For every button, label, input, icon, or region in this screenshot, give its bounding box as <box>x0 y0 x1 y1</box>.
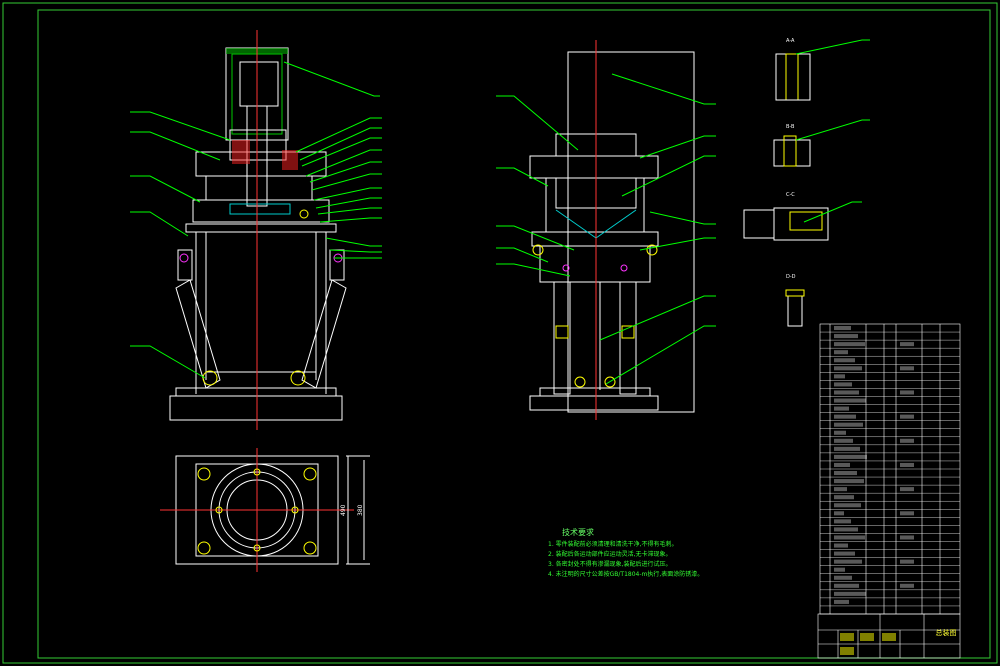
plan-view <box>160 448 370 572</box>
svg-text:D-D: D-D <box>786 274 796 280</box>
detail-views <box>743 53 829 327</box>
bom-cell-mark <box>900 342 914 347</box>
bom-cell-mark <box>900 583 914 588</box>
dim-label-2: 380 <box>357 504 364 516</box>
svg-text:C-C: C-C <box>786 192 795 198</box>
bom-cell-mark <box>834 479 864 484</box>
requirement-item: 1. 零件装配前必须清理和清洗干净,不得有毛刺。 <box>548 541 678 548</box>
bom-cell-mark <box>834 559 862 564</box>
bom-cell-mark <box>834 591 866 596</box>
bom-cell-mark <box>834 342 865 347</box>
bom-cell-mark <box>834 535 865 540</box>
bom-cell-mark <box>834 406 849 411</box>
front-section-view <box>169 47 347 421</box>
bom-cell-mark <box>900 487 914 492</box>
technical-requirements: 技术要求 1. 零件装配前必须清理和清洗干净,不得有毛刺。 2. 装配后各运动部… <box>548 528 703 580</box>
bom-cell-mark <box>834 382 852 387</box>
leader-lines <box>130 39 870 385</box>
bom-cell-mark <box>834 495 854 500</box>
bom-cell-mark <box>834 374 845 379</box>
bom-cell-mark <box>900 511 914 516</box>
bom-cell-mark <box>900 390 914 395</box>
front-hatching <box>179 48 343 386</box>
bom-cell-mark <box>834 503 861 508</box>
bom-cell-mark <box>834 422 863 427</box>
svg-text:B-B: B-B <box>786 124 795 130</box>
bom-cell-mark <box>834 551 855 556</box>
svg-text:A-A: A-A <box>786 38 795 44</box>
side-view <box>529 51 695 413</box>
bom-cell-mark <box>834 527 858 532</box>
plan-bolts <box>197 467 317 555</box>
title-block-marks <box>840 633 896 655</box>
bom-cell-mark <box>834 326 851 331</box>
bom-cell-mark <box>834 599 849 604</box>
inner-border <box>37 9 991 659</box>
bom-cell-mark <box>834 567 845 572</box>
bom-cell-mark <box>900 414 914 419</box>
side-hatching <box>532 209 658 388</box>
bom-cell-mark <box>834 350 848 355</box>
title-block <box>817 613 961 659</box>
bom-cell-mark <box>834 519 851 524</box>
bom-cell-mark <box>834 471 857 476</box>
bom-cell-mark <box>834 487 847 492</box>
bom-cell-mark <box>834 575 852 580</box>
bom-cell-mark <box>834 334 858 339</box>
requirement-item: 4. 未注明的尺寸公差按GB/T1804-m执行,表面涂防锈漆。 <box>548 571 704 578</box>
bom-cell-mark <box>900 535 914 540</box>
bom-cell-mark <box>834 438 853 443</box>
technical-requirements-heading: 技术要求 <box>562 528 594 537</box>
drawing-title: 总装图 <box>935 629 957 637</box>
dim-label-1: 490 <box>340 504 347 516</box>
bom-cell-mark <box>834 511 844 516</box>
bom-cell-mark <box>900 438 914 443</box>
bom-cell-mark <box>834 462 850 467</box>
bom-cell-mark <box>834 583 859 588</box>
bom-cell-mark <box>834 398 866 403</box>
bom-cell-mark <box>834 366 862 371</box>
requirement-item: 3. 各密封处不得有渗漏现象,装配后进行试压。 <box>548 561 672 568</box>
bom-rows <box>820 326 960 607</box>
requirement-item: 2. 装配后各运动部件应运动灵活,无卡滞现象。 <box>548 551 672 558</box>
bom-cell-mark <box>834 430 846 435</box>
bom-cell-mark <box>834 543 848 548</box>
bom-cell-mark <box>834 390 859 395</box>
bom-cell-mark <box>834 358 855 363</box>
bom-cell-mark <box>900 559 914 564</box>
bom-cell-mark <box>834 446 860 451</box>
bom-cell-mark <box>900 366 914 371</box>
bom-cell-mark <box>834 414 856 419</box>
bom-cell-mark <box>834 454 867 459</box>
bom-cell-mark <box>900 462 914 467</box>
section-labels: A-A B-B C-C D-D <box>786 38 796 280</box>
